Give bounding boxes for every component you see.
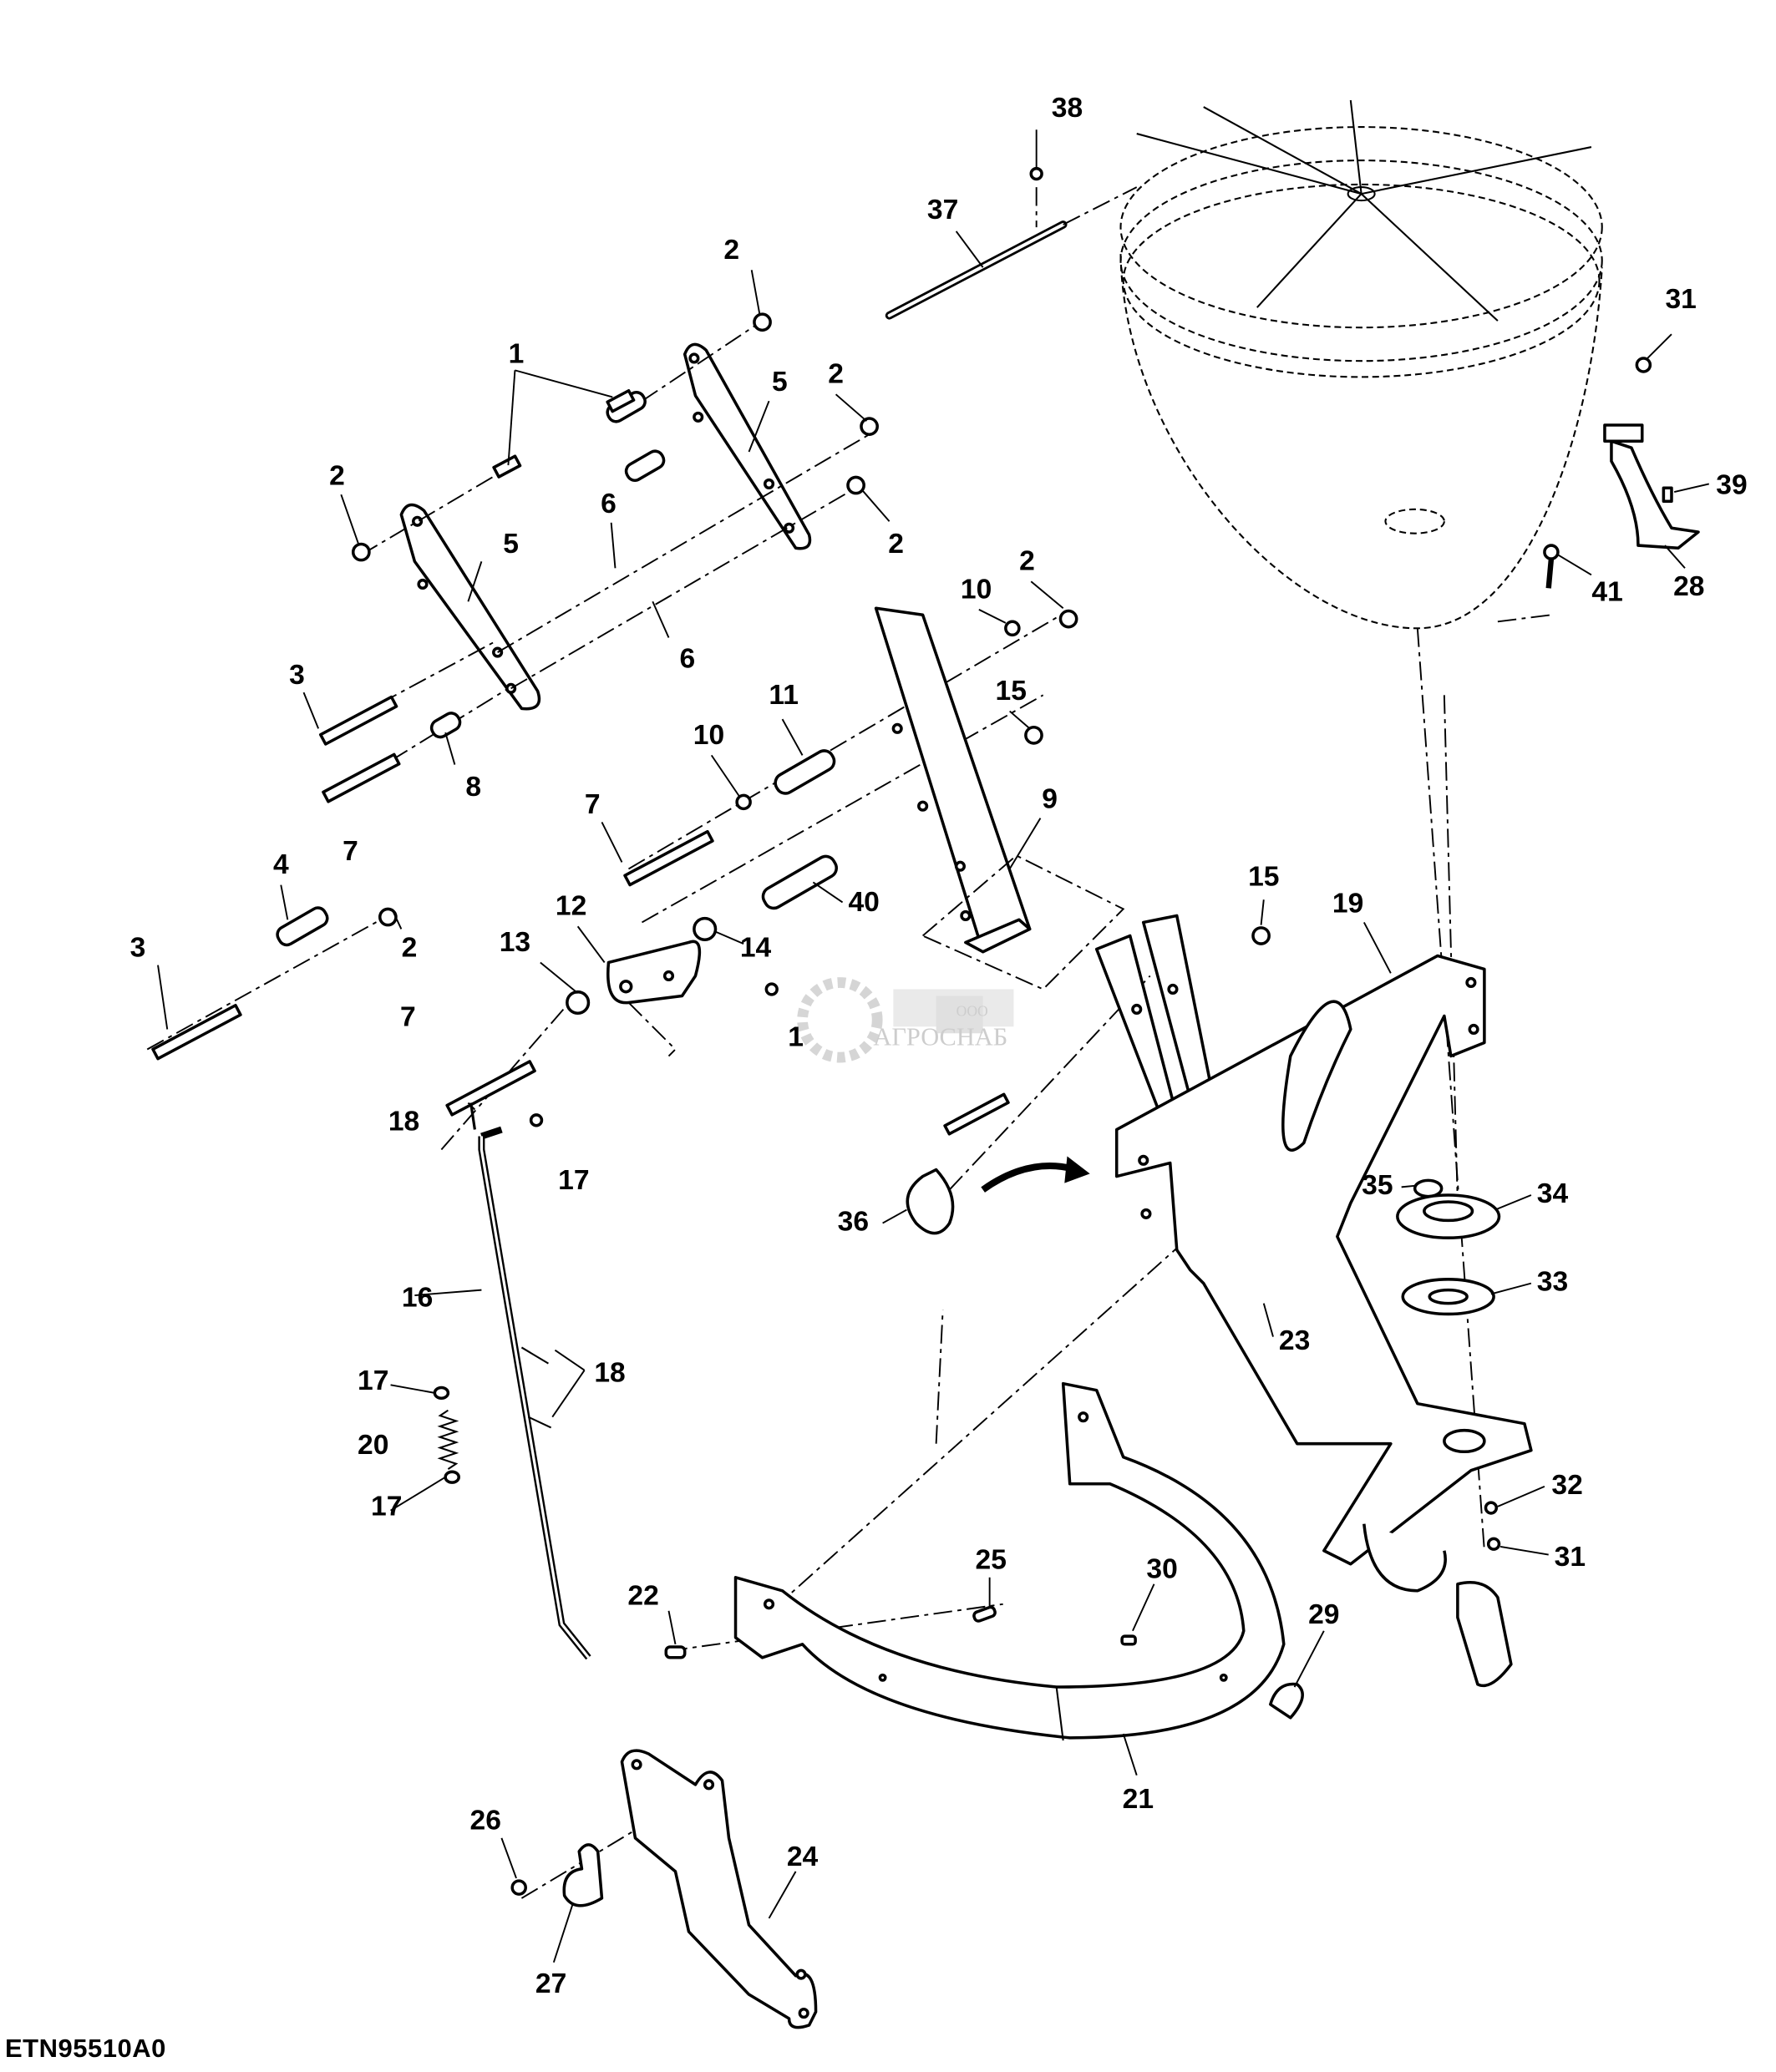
callout-15: 15 [996, 676, 1027, 707]
watermark-brand: АГРОСНАБ [873, 1023, 1007, 1051]
callout-20: 20 [358, 1430, 388, 1461]
rod-37 [885, 166, 1138, 320]
callout-2: 2 [329, 460, 345, 491]
callout-31: 31 [1555, 1542, 1586, 1573]
callout-labels: 38 37 2 1 5 2 2 5 6 2 6 3 8 7 10 2 11 15… [130, 93, 1748, 1999]
callout-8: 8 [465, 772, 481, 803]
callout-18: 18 [594, 1357, 625, 1388]
callout-36: 36 [838, 1206, 869, 1237]
callout-26: 26 [470, 1806, 501, 1836]
callout-21: 21 [1123, 1784, 1154, 1815]
callout-7: 7 [400, 1002, 416, 1033]
callout-7: 7 [343, 836, 358, 867]
callout-28: 28 [1673, 571, 1704, 602]
callout-11: 11 [769, 680, 799, 711]
callout-10: 10 [693, 720, 724, 751]
callout-13: 13 [500, 927, 530, 958]
callout-17: 17 [558, 1165, 589, 1196]
callout-5: 5 [503, 529, 519, 560]
callout-34: 34 [1537, 1178, 1569, 1209]
clamp-27 [562, 1843, 604, 1907]
watermark: ООО АГРОСНАБ [797, 977, 1014, 1063]
callout-17: 17 [358, 1365, 388, 1396]
callout-10: 10 [961, 574, 992, 605]
callout-3: 3 [130, 932, 146, 963]
callout-5: 5 [772, 367, 788, 398]
callout-37: 37 [927, 195, 958, 225]
callout-2: 2 [828, 359, 844, 390]
bracket-9 [874, 606, 1125, 990]
callout-14: 14 [740, 932, 772, 963]
callout-17-partial: 1 [788, 1022, 804, 1053]
callout-38: 38 [1052, 93, 1083, 124]
callout-12: 12 [556, 891, 586, 922]
watermark-prefix: ООО [957, 1002, 988, 1019]
callout-3: 3 [289, 660, 305, 691]
callout-25: 25 [976, 1544, 1007, 1575]
callout-30: 30 [1146, 1554, 1177, 1585]
callout-2: 2 [1019, 546, 1035, 577]
callout-2: 2 [402, 932, 418, 963]
frame-19 [1094, 914, 1533, 1688]
callout-40: 40 [848, 887, 879, 918]
callout-39: 39 [1716, 470, 1747, 501]
rod-16 [469, 1102, 591, 1660]
callout-6: 6 [680, 644, 696, 675]
bracket-24 [620, 1749, 818, 2029]
callout-31: 31 [1665, 284, 1696, 315]
callout-4: 4 [273, 849, 289, 880]
callout-33: 33 [1537, 1266, 1568, 1297]
callout-24: 24 [787, 1841, 819, 1872]
callout-29: 29 [1308, 1599, 1339, 1630]
callout-27: 27 [535, 1968, 566, 1999]
callout-17: 17 [371, 1491, 402, 1522]
callout-16: 16 [402, 1283, 433, 1314]
callout-19: 19 [1332, 889, 1363, 919]
plate-5-right [682, 342, 812, 550]
hopper [1119, 99, 1603, 630]
link-12 [606, 940, 702, 1057]
small-parts [664, 423, 1700, 1720]
spring-20 [433, 1386, 460, 1484]
strap-21 [733, 1381, 1286, 1741]
plate-5-left [399, 503, 541, 711]
callout-32: 32 [1551, 1470, 1582, 1501]
callout-2: 2 [723, 235, 739, 266]
callout-9: 9 [1042, 784, 1058, 815]
callout-1: 1 [509, 339, 525, 370]
clip-36 [906, 1156, 1090, 1235]
callout-23: 23 [1279, 1325, 1310, 1356]
callout-15: 15 [1248, 861, 1279, 892]
hardware [151, 312, 1652, 1896]
callout-35: 35 [1362, 1170, 1393, 1201]
callout-7: 7 [585, 789, 601, 820]
figure-id: ETN95510A0 [5, 2034, 166, 2063]
callout-6: 6 [601, 489, 617, 519]
callout-41: 41 [1591, 577, 1622, 608]
callout-2: 2 [888, 529, 904, 560]
callout-18: 18 [388, 1106, 419, 1137]
callout-22: 22 [627, 1581, 658, 1612]
leader-lines [157, 129, 1710, 1963]
bearing-stack [1396, 1178, 1501, 1316]
